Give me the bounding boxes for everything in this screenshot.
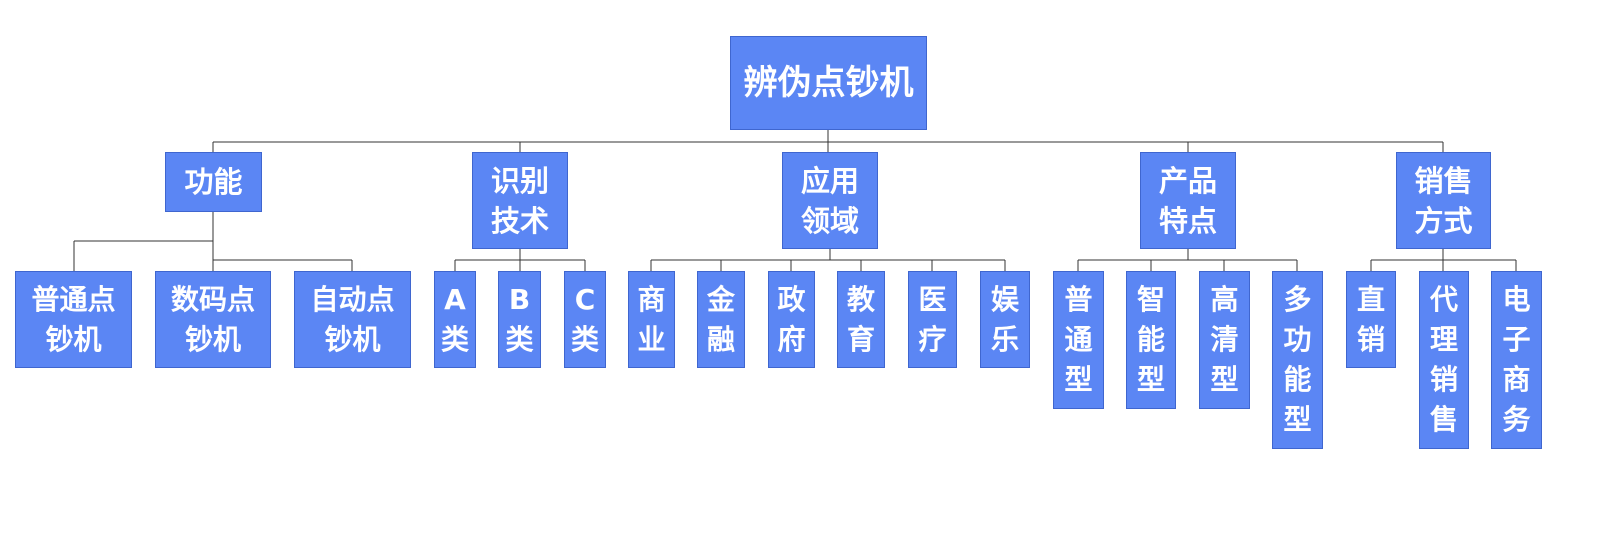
leaf-node: A类	[434, 271, 476, 368]
leaf-node: 电子商务	[1491, 271, 1542, 449]
leaf-label: 医疗	[918, 282, 947, 356]
leaf-label: 政府	[777, 282, 806, 356]
leaf-label: 娱乐	[990, 282, 1019, 356]
leaf-label: C类	[570, 282, 599, 356]
category-sales-method: 销售方式	[1396, 152, 1491, 249]
category-function: 功能	[165, 152, 262, 212]
leaf-label: B类	[505, 282, 534, 356]
category-application-area: 应用领域	[782, 152, 878, 249]
leaf-node: 代理销售	[1419, 271, 1469, 449]
leaf-node: 高清型	[1199, 271, 1250, 409]
leaf-node: 商业	[628, 271, 675, 368]
leaf-node: 医疗	[908, 271, 957, 368]
leaf-node: 普通型	[1053, 271, 1104, 409]
leaf-label: 直销	[1356, 282, 1385, 356]
leaf-label: 自动点钞机	[310, 282, 395, 356]
leaf-node: 多功能型	[1272, 271, 1323, 449]
leaf-label: 教育	[846, 282, 875, 356]
leaf-label: 金融	[706, 282, 735, 356]
leaf-label: 多功能型	[1283, 283, 1312, 436]
leaf-node: 直销	[1346, 271, 1396, 368]
leaf-label: 商业	[637, 282, 666, 356]
leaf-label: 普通点钞机	[31, 282, 116, 356]
leaf-node: B类	[498, 271, 541, 368]
leaf-node: 金融	[697, 271, 745, 368]
leaf-node: 政府	[768, 271, 815, 368]
category-label: 功能	[184, 165, 243, 199]
leaf-label: 电子商务	[1502, 283, 1531, 436]
leaf-node: 普通点钞机	[15, 271, 132, 368]
leaf-node: 自动点钞机	[294, 271, 411, 368]
category-label: 应用领域	[800, 163, 859, 238]
leaf-node: 智能型	[1126, 271, 1176, 409]
leaf-node: 教育	[837, 271, 885, 368]
category-label: 识别技术	[490, 163, 549, 238]
leaf-label: 智能型	[1136, 283, 1165, 396]
leaf-node: 娱乐	[980, 271, 1030, 368]
leaf-label: 普通型	[1064, 283, 1093, 396]
leaf-node: 数码点钞机	[155, 271, 271, 368]
leaf-node: C类	[564, 271, 606, 368]
leaf-label: A类	[440, 282, 469, 356]
category-recognition-technology: 识别技术	[472, 152, 568, 249]
leaf-label: 高清型	[1210, 283, 1239, 396]
category-product-features: 产品特点	[1140, 152, 1236, 249]
leaf-label: 数码点钞机	[170, 282, 255, 356]
category-label: 销售方式	[1414, 163, 1473, 238]
root-label: 辨伪点钞机	[743, 63, 914, 103]
root-node: 辨伪点钞机	[730, 36, 927, 130]
leaf-label: 代理销售	[1429, 283, 1458, 436]
category-label: 产品特点	[1158, 163, 1217, 238]
